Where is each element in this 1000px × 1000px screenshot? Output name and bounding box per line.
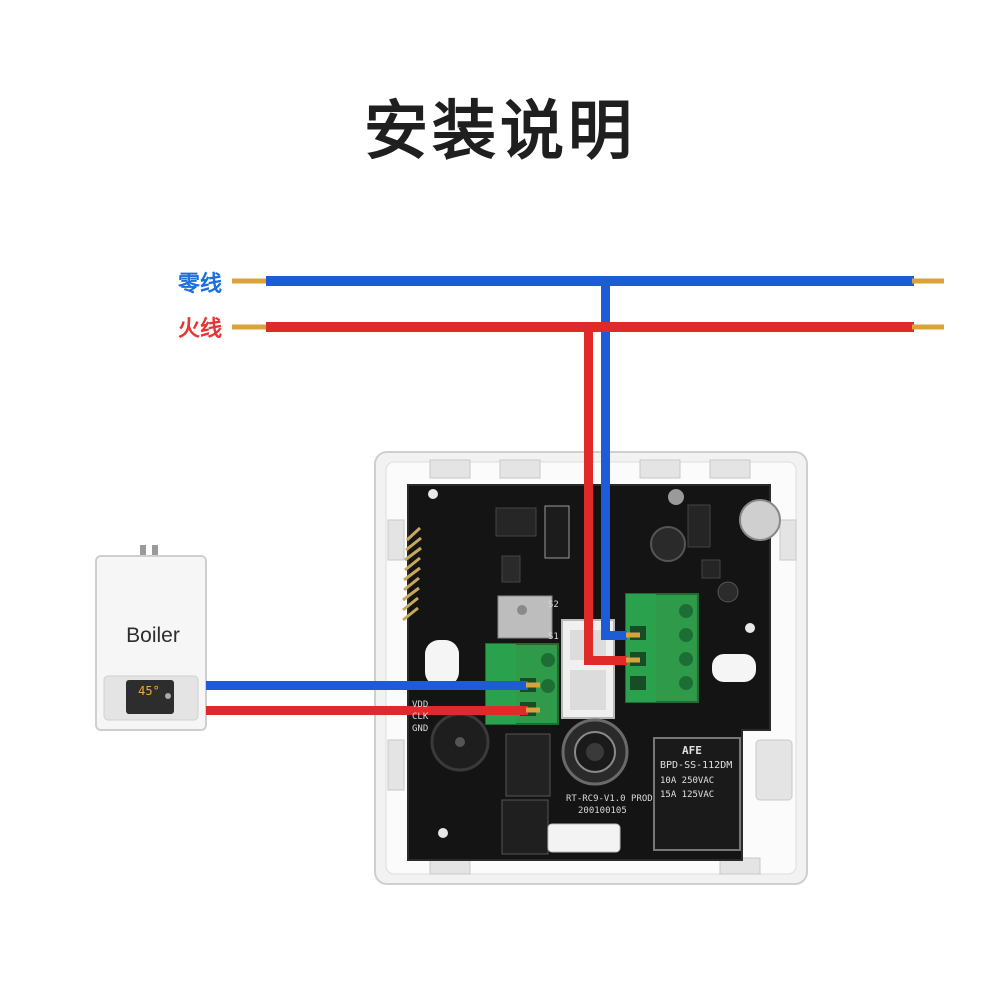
header-label-clk: CLK bbox=[412, 712, 429, 722]
header-label-vdd: VDD bbox=[412, 700, 429, 710]
neutral-wire-label: 零线 bbox=[178, 272, 223, 297]
page-title: 安装说明 bbox=[364, 95, 636, 169]
boiler-display bbox=[126, 680, 174, 714]
relay-rating-1: 10A 250VAC bbox=[660, 776, 715, 786]
frame-clips bbox=[387, 459, 797, 875]
relay-model: BPD-SS-112DM bbox=[660, 760, 733, 771]
antenna-spring bbox=[402, 526, 422, 622]
capacitor bbox=[739, 499, 781, 541]
signal-relay bbox=[505, 733, 551, 797]
boiler-label: Boiler bbox=[126, 624, 180, 647]
mcu-chip bbox=[495, 507, 537, 537]
switch-label-s1: S1 bbox=[548, 632, 559, 642]
relay-rating-2: 15A 125VAC bbox=[660, 790, 715, 800]
boiler-neutral-wire bbox=[206, 681, 540, 690]
board-model: RT-RC9-V1.0 PROD bbox=[566, 794, 653, 804]
boiler-temperature: 45° bbox=[138, 684, 160, 698]
board-date-code: 200100105 bbox=[578, 806, 627, 816]
pcb-slot-left bbox=[425, 640, 459, 686]
pcb-slot-right bbox=[712, 654, 756, 682]
terminal-block-right bbox=[625, 593, 699, 703]
regulator bbox=[497, 595, 553, 639]
boiler-live-wire bbox=[206, 706, 540, 715]
switch-label-s2: S2 bbox=[548, 600, 559, 610]
capacitor bbox=[650, 526, 686, 562]
neutral-wire bbox=[232, 276, 944, 640]
boiler-unit bbox=[95, 545, 207, 731]
relay-brand: AFE bbox=[682, 744, 702, 757]
power-relay bbox=[653, 737, 741, 851]
live-wire-label: 火线 bbox=[178, 317, 223, 342]
live-wire bbox=[232, 322, 944, 665]
header-label-gnd: GND bbox=[412, 724, 429, 734]
